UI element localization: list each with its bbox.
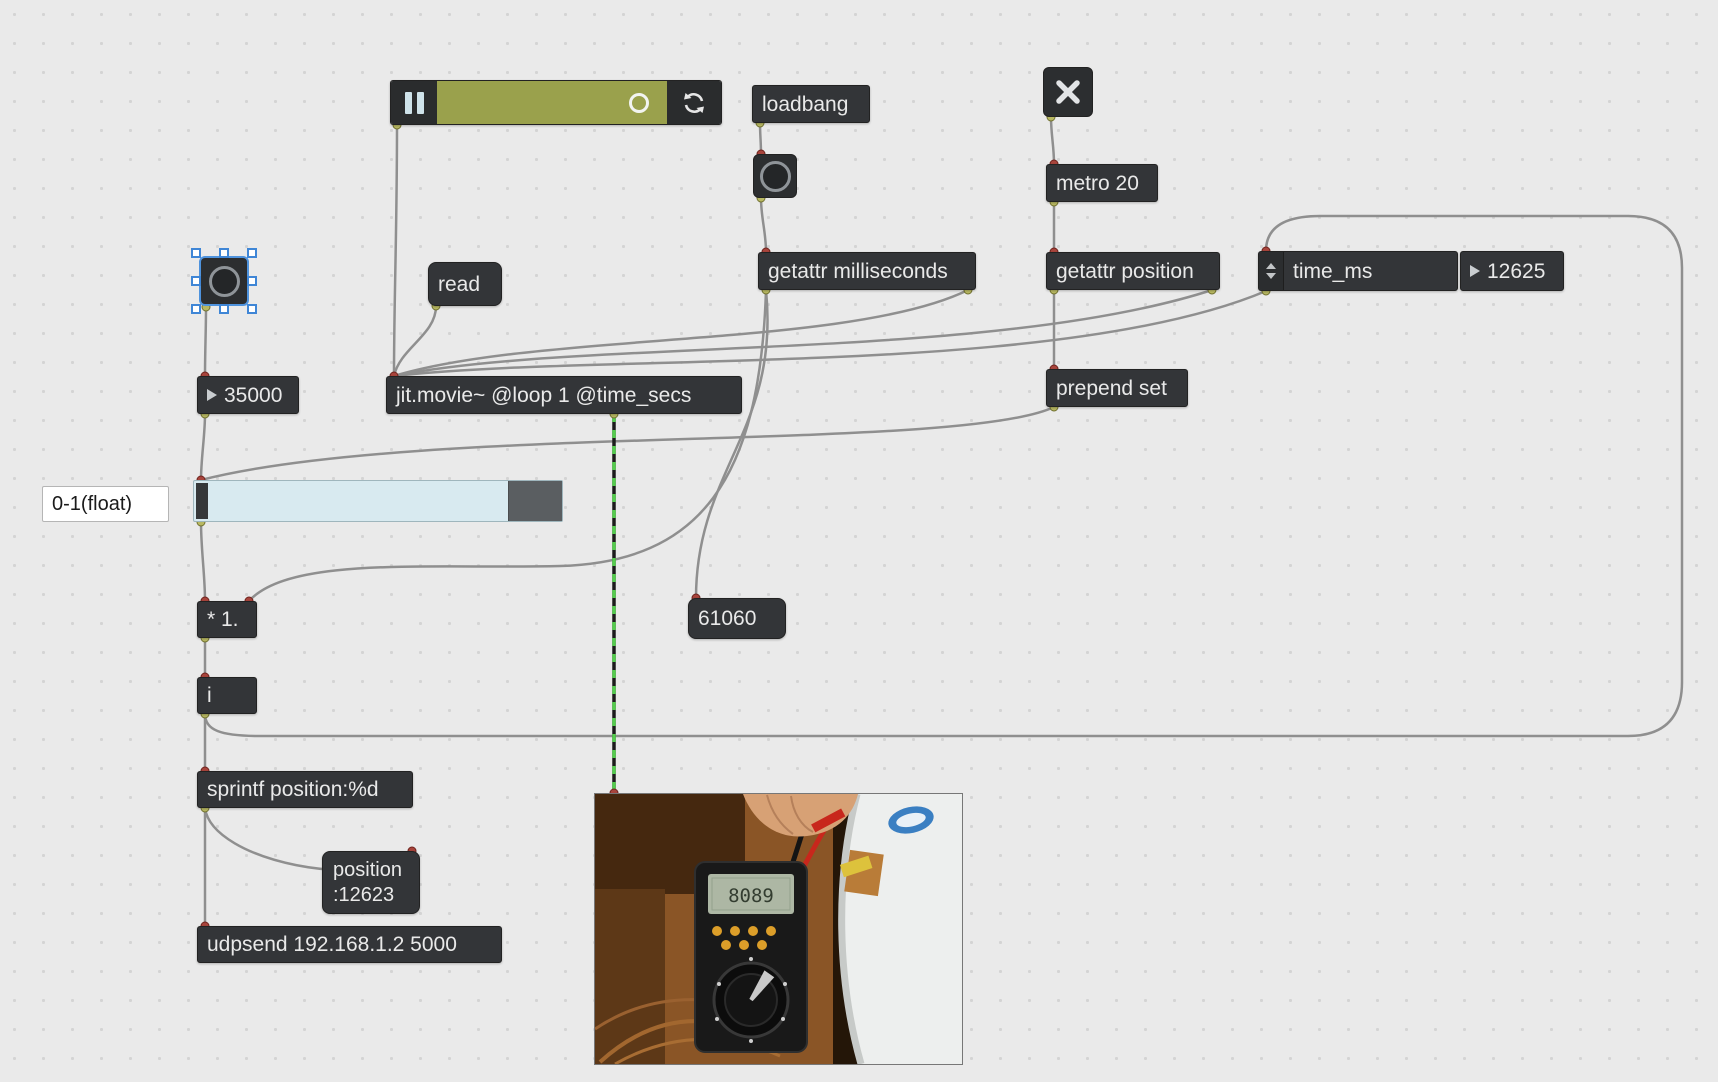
multiply-object[interactable]: * 1.	[197, 601, 257, 638]
object-label: loadbang	[762, 92, 849, 116]
message-line: :12623	[333, 884, 395, 906]
position-message[interactable]: position :12623	[322, 851, 420, 914]
patch-cord[interactable]	[392, 305, 438, 377]
selection-handle[interactable]	[247, 248, 257, 258]
attr-label: time_ms	[1293, 259, 1373, 283]
stepper-up-icon	[1266, 263, 1276, 269]
selection-handle[interactable]	[247, 276, 257, 286]
prepend-set-object[interactable]: prepend set	[1046, 369, 1188, 407]
patch-cord[interactable]	[203, 306, 208, 377]
selection-handle[interactable]	[247, 304, 257, 314]
outlet-nubs	[196, 112, 1271, 813]
selection-handle[interactable]	[191, 248, 201, 258]
comment-box[interactable]: 0-1(float)	[42, 486, 169, 522]
selected-bang-wrap	[191, 248, 257, 314]
pause-icon	[404, 91, 412, 114]
patch-cord[interactable]	[758, 122, 763, 155]
patch-cord[interactable]	[1049, 116, 1056, 165]
object-label: metro 20	[1056, 171, 1139, 195]
slider[interactable]	[193, 480, 563, 522]
patch-cord[interactable]	[199, 413, 207, 481]
udpsend-object[interactable]: udpsend 192.168.1.2 5000	[197, 926, 502, 963]
object-label: getattr milliseconds	[768, 259, 948, 283]
selection-handle[interactable]	[191, 276, 201, 286]
patch-cord[interactable]	[392, 124, 399, 377]
toggle-x-icon	[1056, 80, 1080, 104]
slider-knob[interactable]	[196, 483, 208, 519]
int-object[interactable]: i	[197, 677, 257, 714]
loop-button[interactable]	[667, 81, 721, 124]
pause-button[interactable]	[391, 81, 437, 124]
patch-cord[interactable]	[694, 289, 769, 599]
object-label: getattr position	[1056, 259, 1194, 283]
object-label: * 1.	[207, 608, 239, 631]
number-triangle-icon	[1470, 265, 1480, 277]
number-box-time[interactable]: 12625	[1460, 251, 1564, 291]
metro-object[interactable]: metro 20	[1046, 164, 1158, 202]
object-label: jit.movie~ @loop 1 @time_secs	[396, 383, 692, 407]
getattr-milliseconds-object[interactable]: getattr milliseconds	[758, 252, 976, 290]
slider-block	[509, 481, 562, 521]
playbar-knob[interactable]	[629, 92, 649, 113]
patch-cord[interactable]	[200, 405, 1055, 482]
pause-icon	[416, 91, 424, 114]
comment-text: 0-1(float)	[52, 493, 133, 515]
duration-message[interactable]: 61060	[688, 598, 786, 639]
message-label: 61060	[698, 607, 757, 630]
sprintf-object[interactable]: sprintf position:%d	[197, 771, 413, 808]
number-value: 12625	[1487, 259, 1546, 283]
number-value: 35000	[224, 383, 283, 407]
message-line: position	[333, 859, 402, 881]
toggle[interactable]	[1043, 67, 1093, 117]
patch-cord[interactable]	[248, 289, 768, 602]
bang-button[interactable]	[753, 154, 797, 198]
playbar-track[interactable]	[437, 81, 667, 124]
object-label: i	[207, 684, 212, 707]
patch-cord[interactable]	[203, 214, 1684, 738]
object-label: sprintf position:%d	[207, 778, 379, 801]
patch-cord[interactable]	[199, 521, 207, 602]
bang-circle-icon	[208, 265, 240, 297]
jit-pwindow[interactable]: 8089	[594, 793, 963, 1066]
patch-cord[interactable]	[393, 289, 1267, 378]
bang-circle-icon	[759, 160, 791, 192]
video-frame-image: 8089	[594, 793, 962, 1066]
bang-button-selected[interactable]	[199, 256, 249, 306]
selection-handle[interactable]	[219, 248, 229, 258]
meter-display: 8089	[728, 885, 774, 907]
message-label: read	[438, 272, 481, 296]
stepper-down-icon	[1266, 273, 1276, 279]
jit-movie-object[interactable]: jit.movie~ @loop 1 @time_secs	[386, 376, 742, 414]
number-triangle-icon	[207, 389, 217, 401]
selection-handle[interactable]	[219, 304, 229, 314]
number-box-start[interactable]: 35000	[197, 376, 299, 414]
attr-stepper[interactable]	[1259, 252, 1284, 290]
playbar[interactable]	[390, 80, 722, 125]
loadbang-object[interactable]: loadbang	[752, 85, 870, 123]
object-label: udpsend 192.168.1.2 5000	[207, 933, 457, 956]
patch-cord[interactable]	[759, 197, 768, 253]
loop-icon	[684, 92, 704, 113]
patch-cord[interactable]	[393, 288, 1213, 378]
object-label: prepend set	[1056, 376, 1167, 400]
selection-handle[interactable]	[191, 304, 201, 314]
attrui-time-ms[interactable]: time_ms	[1258, 251, 1458, 291]
getattr-position-object[interactable]: getattr position	[1046, 252, 1220, 290]
read-message[interactable]: read	[428, 262, 502, 306]
